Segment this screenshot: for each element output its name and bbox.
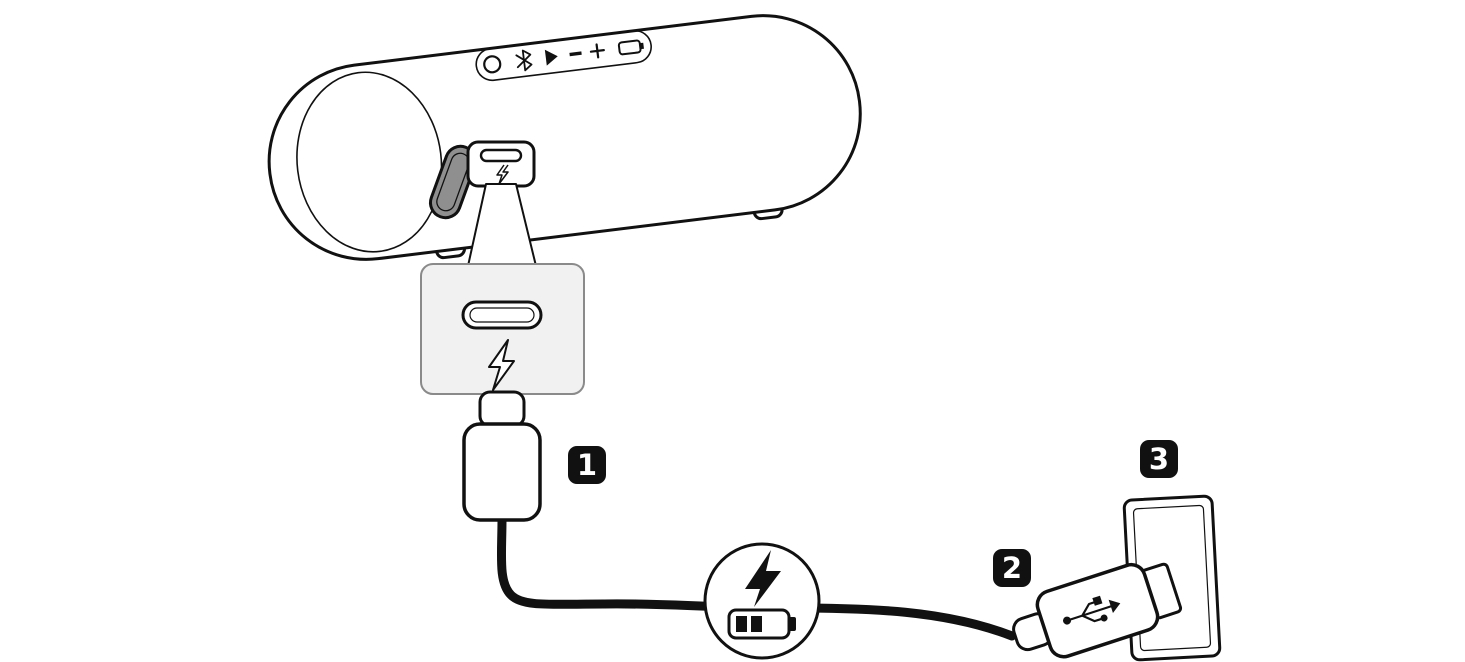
control-panel — [475, 29, 652, 82]
usb-c-port-inner — [469, 307, 535, 323]
charging-cable — [496, 514, 1017, 641]
usb-port-callout — [420, 183, 585, 395]
charging-battery-icon — [727, 608, 796, 640]
step-badge-3: 3 — [1140, 440, 1178, 478]
usb-port-slot — [479, 148, 523, 163]
volume-plus-icon — [589, 43, 605, 59]
speaker-body — [267, 14, 862, 261]
usb-port-assembly — [428, 140, 536, 220]
usb-c-plug-tip — [478, 390, 526, 428]
usb-c-plug-body — [462, 422, 542, 522]
step-badge-1-box — [568, 446, 606, 484]
callout-lightning-bolt-icon — [488, 339, 515, 391]
charge-lightning-bolt-icon — [745, 550, 781, 607]
usb-c-connector — [462, 390, 542, 522]
charging-indicator-circle — [703, 542, 821, 660]
step-badge-2-number: 2 — [1002, 551, 1022, 585]
power-icon — [483, 55, 502, 74]
control-buttons — [483, 39, 644, 74]
speaker-illustration — [267, 14, 862, 261]
battery-terminal — [789, 617, 796, 631]
battery-status-nub — [639, 42, 644, 50]
step-badge-1: 1 — [568, 446, 606, 484]
usb-trident-icon — [1063, 595, 1121, 625]
speaker-endcap — [296, 71, 443, 253]
port-cover-flap — [428, 144, 478, 220]
step-badge-1-number: 1 — [577, 448, 597, 482]
charging-indicator — [703, 542, 821, 660]
step-badge-3-box — [1140, 440, 1178, 478]
battery-bar-1 — [736, 616, 747, 632]
volume-minus-icon — [569, 51, 582, 57]
battery-bar-2 — [751, 616, 762, 632]
step-badge-3-number: 3 — [1149, 442, 1169, 476]
usb-c-port-icon — [461, 300, 543, 330]
step-badge-2-box — [993, 549, 1031, 587]
play-icon — [544, 49, 558, 66]
usb-a-plug — [1012, 562, 1183, 659]
step-badge-2: 2 — [993, 549, 1031, 587]
bluetooth-icon — [515, 49, 533, 72]
